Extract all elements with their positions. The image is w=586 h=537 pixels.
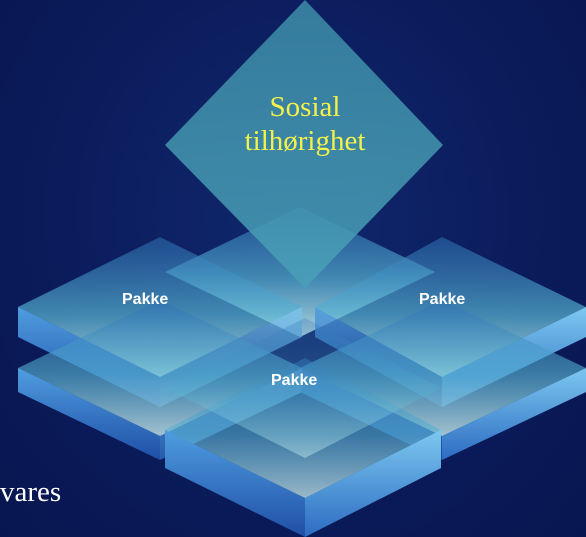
top-label-line1: Sosial: [269, 91, 341, 123]
package-label-center: Pakke: [271, 372, 318, 389]
top-label-line2: tilhørighet: [244, 125, 366, 157]
top-diamond: [165, 0, 443, 288]
package-label-right: Pakke: [419, 291, 466, 308]
package-label-left: Pakke: [122, 291, 169, 308]
cut-off-text: vares: [0, 476, 62, 508]
tile-center: [165, 318, 441, 537]
